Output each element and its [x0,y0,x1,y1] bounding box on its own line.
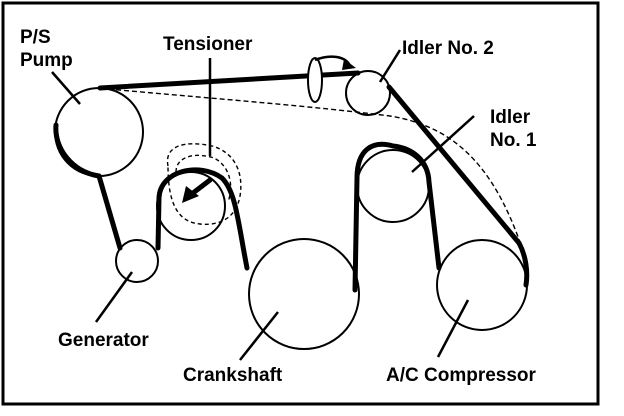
leader-idler-no2 [378,49,402,83]
label-idler-no1-line1: Idler [490,107,531,128]
label-idler-no2: Idler No. 2 [402,38,494,59]
idler-no1-pulley [356,149,430,223]
leader-ps-pump [51,71,81,105]
generator-pulley [115,239,159,283]
label-crankshaft: Crankshaft [183,365,283,386]
label-ps-pump: P/S Pump [20,26,73,72]
leader-generator [94,271,134,323]
label-ac-compressor: A/C Compressor [386,365,536,386]
drive-belt-right-wrap [516,240,530,288]
label-generator: Generator [58,330,149,351]
diagram-frame [1,1,600,406]
label-ps-pump-line2: Pump [20,50,73,71]
idler-no2-pulley [345,70,391,116]
tension-arrow-icon [182,177,213,203]
drive-belt-left-wrap [53,122,102,179]
label-tensioner: Tensioner [163,34,253,55]
belt-alternate-path [107,88,523,249]
leader-crankshaft [239,311,279,361]
leader-idler-no1 [411,115,475,173]
leader-ac-compressor [436,299,470,358]
rotation-arrow-icon [307,55,356,103]
label-idler-no1-line2: No. 1 [490,130,537,151]
label-ps-pump-line1: P/S [20,27,51,48]
crankshaft-pulley [248,238,360,350]
ac-compressor-pulley [436,239,528,331]
tensioner-alternate-position [166,143,242,225]
drive-belt [96,70,522,293]
label-idler-no1: Idler No. 1 [490,106,536,152]
